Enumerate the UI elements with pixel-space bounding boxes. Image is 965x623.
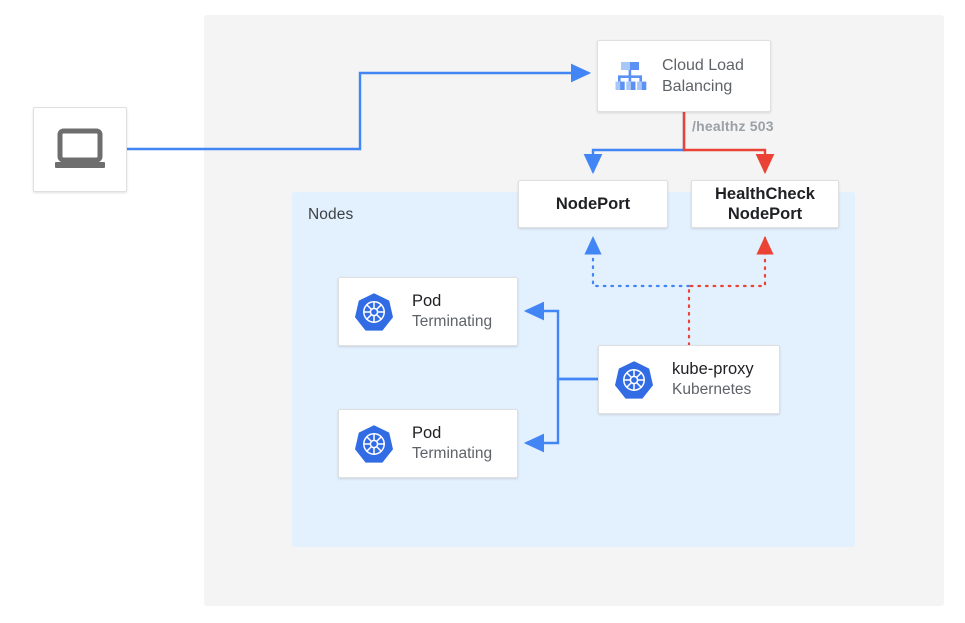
- pod-status-1: Terminating: [412, 313, 493, 330]
- healthcheck-nodeport-label-line2: NodePort: [727, 205, 803, 223]
- kubernetes-icon: [615, 360, 653, 399]
- healthcheck-nodeport-card[interactable]: HealthCheck NodePort: [691, 180, 839, 228]
- kube-proxy-subtitle: Kubernetes: [672, 381, 752, 398]
- kubernetes-icon: [355, 292, 393, 331]
- cloud-load-balancing-card[interactable]: Cloud Load Balancing: [597, 40, 771, 112]
- cloud-load-balancing-icon: [615, 62, 647, 90]
- nodes-group-label: Nodes: [308, 206, 354, 223]
- pod-card-1[interactable]: Pod Terminating: [338, 277, 518, 346]
- healthz-status-label: /healthz 503: [692, 118, 774, 134]
- nodeport-label: NodePort: [555, 194, 631, 213]
- kube-proxy-text: kube-proxy Kubernetes: [672, 359, 754, 400]
- pod-text-2: Pod Terminating: [412, 423, 492, 464]
- healthcheck-nodeport-label-line1: HealthCheck: [715, 185, 815, 203]
- kube-proxy-card[interactable]: kube-proxy Kubernetes: [598, 345, 780, 414]
- cloud-load-balancing-label-line2: Balancing: [662, 78, 733, 95]
- cloud-load-balancing-label: Cloud Load Balancing: [662, 55, 744, 97]
- nodeport-card[interactable]: NodePort: [518, 180, 668, 228]
- pod-status-2: Terminating: [412, 445, 493, 462]
- laptop-icon: [55, 128, 105, 168]
- kube-proxy-title: kube-proxy: [672, 360, 754, 378]
- kubernetes-icon: [355, 424, 393, 463]
- cloud-load-balancing-label-line1: Cloud Load: [662, 57, 744, 74]
- pod-title-1: Pod: [412, 292, 442, 310]
- pod-title-2: Pod: [412, 424, 442, 442]
- client-laptop-card[interactable]: [33, 107, 127, 192]
- pod-card-2[interactable]: Pod Terminating: [338, 409, 518, 478]
- pod-text-1: Pod Terminating: [412, 291, 492, 332]
